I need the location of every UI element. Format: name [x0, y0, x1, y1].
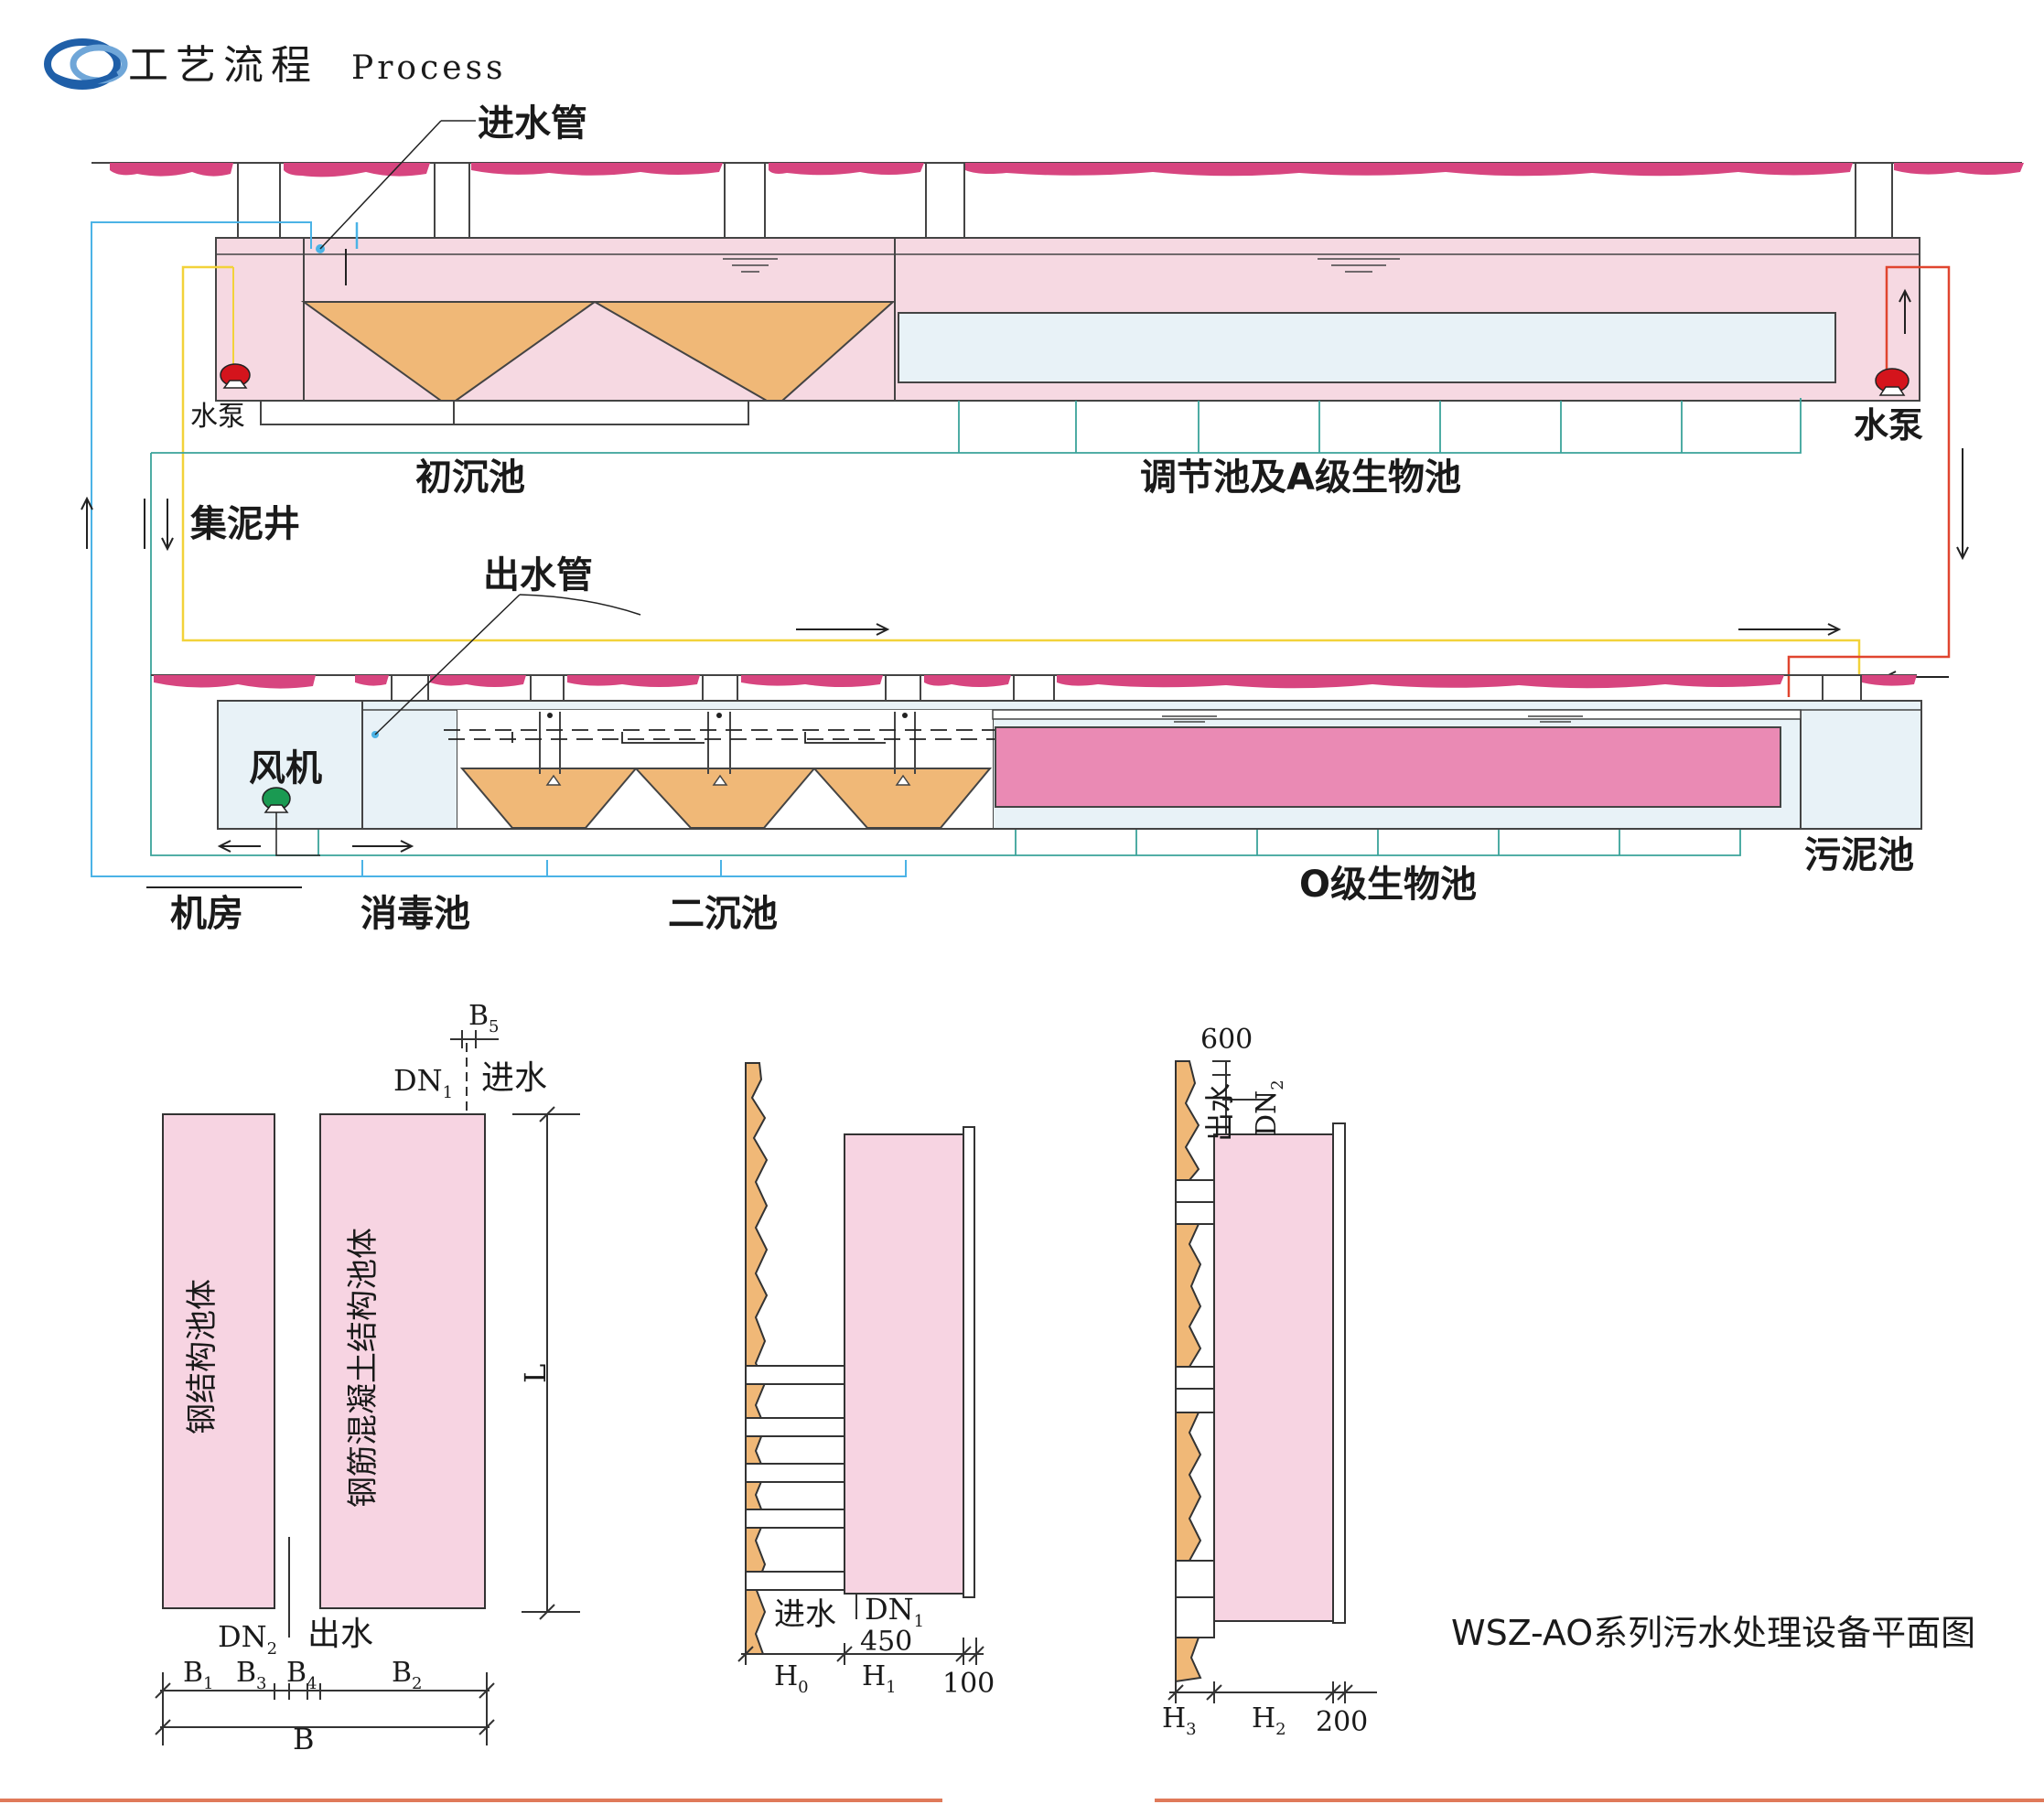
section-mid: [737, 1062, 984, 1665]
lower-tank: [217, 700, 1922, 830]
upper-tank: [215, 237, 1920, 425]
sludge-well-label: 集泥井: [189, 503, 300, 545]
plan-view: [155, 1030, 580, 1745]
mid-inlet-label: 进水: [774, 1596, 836, 1633]
secondary-tank-label: 二沉池: [668, 893, 778, 935]
pump-left-label: 水泵: [190, 401, 245, 433]
machine-room-label: 机房: [170, 893, 243, 935]
lower-ground: [151, 674, 1917, 702]
mid-dn1-label: DN1: [865, 1592, 924, 1631]
figure-caption: WSZ-AO系列污水处理设备平面图: [1451, 1613, 1975, 1653]
dn1-label: DN1: [393, 1063, 453, 1102]
inlet-pipe-leader: [316, 120, 476, 253]
o-bio-tank-label: O级生物池: [1299, 864, 1477, 906]
pump-right-label: 水泵: [1854, 405, 1923, 446]
pump-icon: [1875, 368, 1910, 396]
right-outlet-label: 出水: [1202, 1083, 1237, 1142]
sludge-tank-label: 污泥池: [1804, 834, 1914, 876]
outlet-pipe-leader: [371, 594, 641, 738]
blower-icon: [262, 787, 320, 856]
inlet-pipe-label: 进水管: [478, 102, 587, 145]
section-right: [1167, 1060, 1377, 1703]
dim-b: B: [293, 1722, 315, 1756]
steel-body-label: 钢结构池体: [184, 1279, 221, 1434]
disinfection-tank-label: 消毒池: [360, 893, 470, 935]
dim-600: 600: [1200, 1024, 1253, 1056]
dim-l: L: [518, 1364, 553, 1383]
header-subtitle: Process: [351, 49, 507, 87]
dim-b3: B3: [236, 1657, 267, 1693]
dn2-label: DN2: [218, 1619, 277, 1659]
dim-h0: H0: [774, 1660, 809, 1697]
dim-b4: B4: [286, 1657, 317, 1693]
right-dn2-label: DN2: [1251, 1079, 1287, 1136]
dim-b1: B1: [183, 1657, 214, 1693]
blower-label: 风机: [249, 747, 322, 789]
primary-tank-label: 初沉池: [415, 456, 525, 499]
outlet-pipe-label: 出水管: [483, 554, 593, 596]
dim-450: 450: [860, 1626, 912, 1658]
dim-200: 200: [1316, 1706, 1368, 1738]
dim-b5: B5: [468, 1000, 500, 1036]
dim-100: 100: [942, 1668, 995, 1700]
equalization-tank-label: 调节池及A级生物池: [1140, 456, 1461, 499]
upper-ground: [91, 162, 2024, 239]
dim-h1: H1: [862, 1660, 897, 1697]
plan-inlet-label: 进水: [481, 1059, 547, 1097]
logo-icon: [44, 38, 128, 90]
pump-icon: [220, 363, 251, 389]
dim-h2: H2: [1252, 1702, 1286, 1739]
dim-h3: H3: [1162, 1702, 1197, 1739]
concrete-body-label: 钢筋混凝土结构池体: [345, 1228, 382, 1508]
plan-outlet-label: 出水: [307, 1616, 373, 1653]
dim-b2: B2: [392, 1657, 423, 1693]
header-title: 工艺流程: [128, 42, 318, 89]
